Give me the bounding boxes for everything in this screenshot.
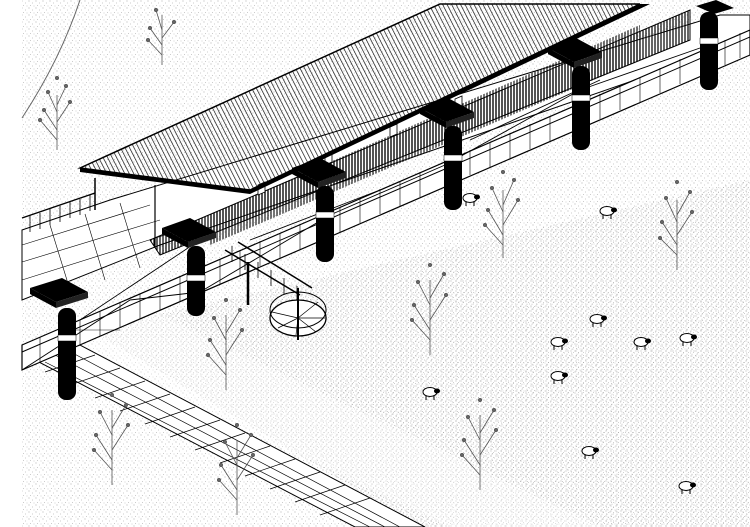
tree [145,7,176,65]
tree [92,392,131,485]
sheep [599,206,617,219]
sheep [679,333,697,346]
column [420,98,474,210]
sheep [550,371,568,384]
tree [482,169,521,258]
sheep [589,314,607,327]
column [548,38,602,150]
sheep [581,446,599,459]
sheep [633,337,651,350]
spiral-staircase [224,241,327,340]
sheep [678,481,696,494]
columns [30,0,734,400]
paved-path [33,344,426,527]
sheep [422,387,440,400]
column [292,158,346,262]
tree [409,262,448,355]
tree [38,76,73,150]
tree [658,179,695,270]
sheep [550,337,568,350]
column [30,278,88,400]
sheep-group [422,193,697,494]
column [696,0,734,90]
sheep [462,193,480,206]
trees [38,7,695,515]
tree [216,422,255,515]
column [162,218,216,316]
tree [205,297,244,390]
tree [459,397,498,490]
